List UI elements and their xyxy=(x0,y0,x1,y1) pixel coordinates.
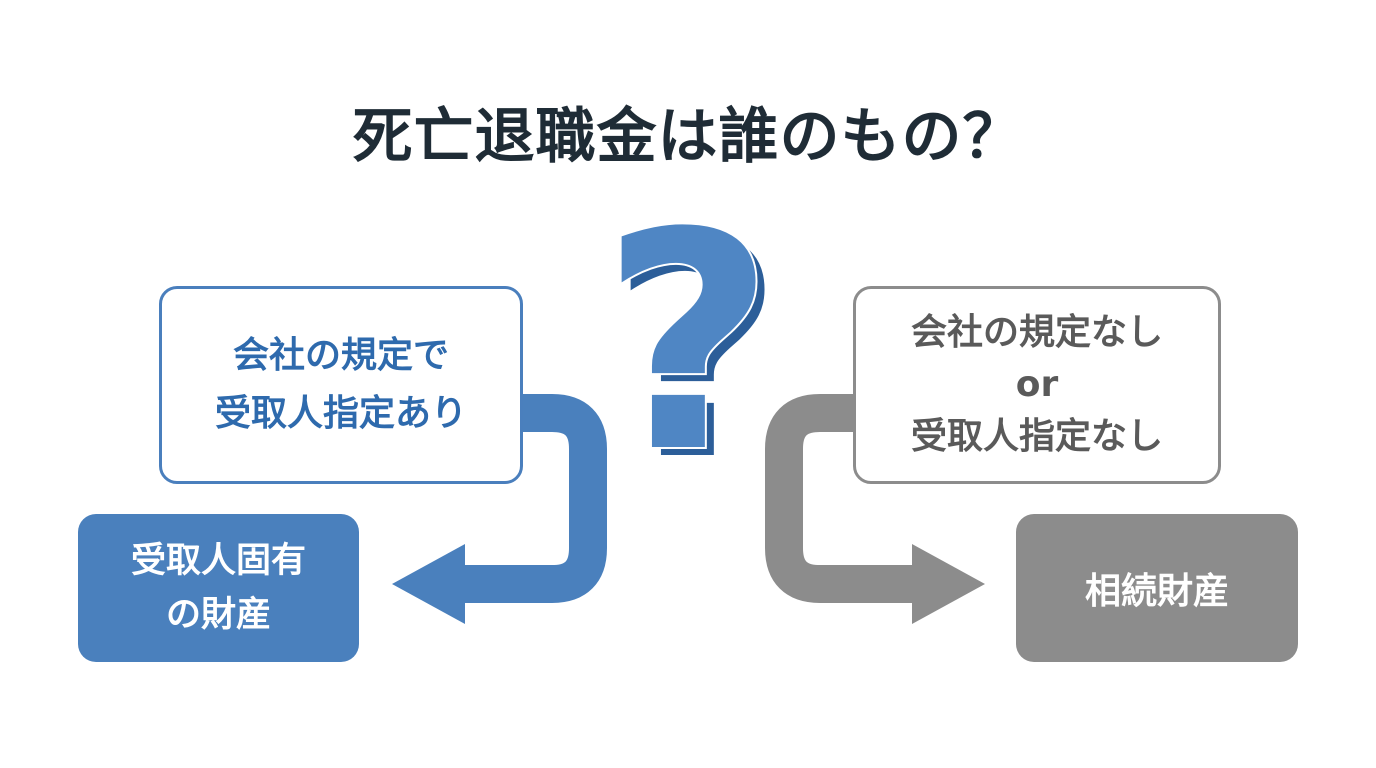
left-result-line-2: の財産 xyxy=(165,595,271,635)
left-flow-arrow-shaft xyxy=(462,394,607,603)
right-condition-box: 会社の規定なし or 受取人指定なし xyxy=(853,286,1221,484)
right-flow-arrow-head xyxy=(912,544,985,624)
right-result-label: 相続財産 xyxy=(1084,571,1229,612)
right-condition-line-2: 受取人指定なし xyxy=(910,416,1163,457)
left-result-box: 受取人固有 の財産 xyxy=(78,514,359,662)
left-condition-box: 会社の規定で 受取人指定あり xyxy=(159,286,523,484)
left-condition-line-2: 受取人指定あり xyxy=(214,393,467,434)
right-condition-line-1: 会社の規定なし xyxy=(910,312,1163,353)
left-result-line-1: 受取人固有 xyxy=(130,541,306,581)
right-condition-or: or xyxy=(1015,364,1059,405)
right-result-box: 相続財産 xyxy=(1016,514,1298,662)
left-flow-arrow-head xyxy=(392,544,465,624)
right-flow-arrow-shaft xyxy=(765,394,915,603)
page-title: 死亡退職金は誰のもの？ xyxy=(352,102,1024,172)
left-condition-line-1: 会社の規定で xyxy=(232,335,449,376)
question-mark-glyph: ? xyxy=(601,169,775,518)
question-mark-shadow: ? xyxy=(610,177,784,526)
